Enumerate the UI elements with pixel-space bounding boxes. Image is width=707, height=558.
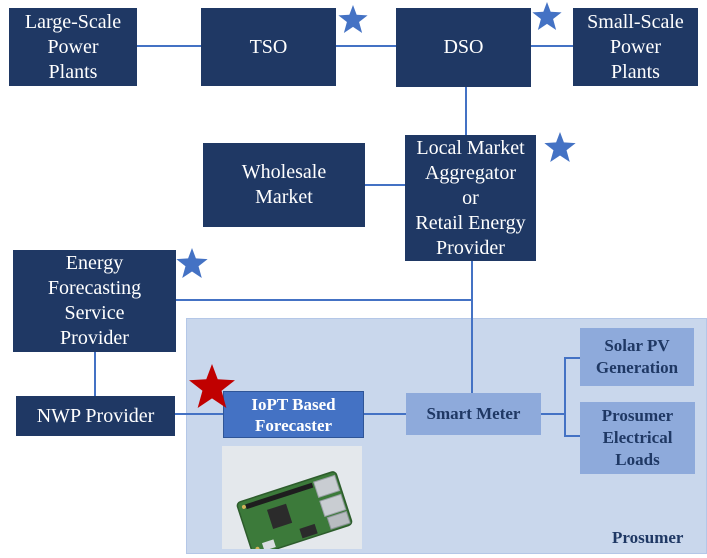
connector-junction-loads bbox=[564, 435, 580, 437]
connector-nwp-iopt bbox=[175, 413, 223, 415]
solar-pv-generation-box: Solar PV Generation bbox=[580, 328, 694, 386]
prosumer-electrical-loads-box: Prosumer Electrical Loads bbox=[580, 402, 695, 474]
connector-iopt-smartmeter bbox=[364, 413, 406, 415]
star-icon bbox=[338, 5, 368, 37]
connector-junction-solar bbox=[564, 357, 580, 359]
connector-forecasting-nwp bbox=[94, 352, 96, 396]
wholesale-market-box: Wholesale Market bbox=[203, 143, 365, 227]
connector-smartmeter-vertical bbox=[564, 357, 566, 437]
connector-dso-aggregator bbox=[465, 87, 467, 135]
connector-smartmeter-junction bbox=[541, 413, 565, 415]
prosumer-region-label: Prosumer bbox=[612, 528, 684, 547]
aggregator-box: Local Market Aggregator or Retail Energy… bbox=[405, 135, 536, 261]
connector-large-tso bbox=[137, 45, 201, 47]
iopt-forecaster-box: IoPT Based Forecaster bbox=[223, 391, 364, 438]
energy-forecasting-provider-box: Energy Forecasting Service Provider bbox=[13, 250, 176, 352]
connector-tso-dso bbox=[336, 45, 396, 47]
star-icon bbox=[176, 248, 208, 282]
small-scale-power-plants-box: Small-Scale Power Plants bbox=[573, 8, 698, 86]
star-icon bbox=[532, 2, 562, 34]
smart-meter-box: Smart Meter bbox=[406, 393, 541, 435]
star-icon bbox=[188, 364, 236, 412]
tso-box: TSO bbox=[201, 8, 336, 86]
connector-forecasting-bus bbox=[176, 299, 472, 301]
connector-wholesale-aggregator bbox=[365, 184, 405, 186]
raspberry-pi-board-image bbox=[222, 446, 362, 549]
dso-box: DSO bbox=[396, 8, 531, 87]
nwp-provider-box: NWP Provider bbox=[16, 396, 175, 436]
large-scale-power-plants-box: Large-Scale Power Plants bbox=[9, 8, 137, 86]
connector-aggregator-smartmeter bbox=[471, 261, 473, 393]
star-icon bbox=[544, 132, 576, 166]
connector-dso-small bbox=[531, 45, 573, 47]
